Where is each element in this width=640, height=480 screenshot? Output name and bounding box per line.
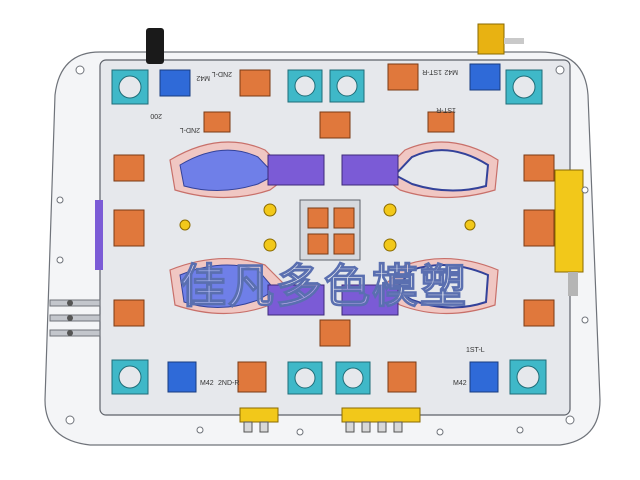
label-200: 200 <box>150 112 162 119</box>
watermark-text: 佳凡多色模塑 <box>180 259 468 313</box>
top-right-fitting-arm <box>504 38 524 44</box>
label-m42-tr: M42 <box>444 68 458 75</box>
top-left-cylinder <box>146 28 164 64</box>
left-fittings <box>49 299 101 337</box>
label-m42-tl: M42 <box>196 74 210 81</box>
plate-holes <box>56 65 589 436</box>
right-yellow-bar <box>554 169 584 273</box>
right-hose <box>568 272 578 296</box>
label-m42-br: M42 <box>453 380 467 387</box>
left-purple-strip <box>95 200 103 270</box>
label-1st-l: 1ST-L <box>466 347 485 354</box>
bottom-connectors <box>239 407 421 433</box>
upper-cavities <box>169 141 499 199</box>
yellow-pins <box>179 203 476 252</box>
center-inserts <box>299 199 361 261</box>
cyan-bushings <box>111 69 547 395</box>
label-2nd-l: 2ND-L <box>180 126 200 133</box>
label-1st-r-top: 1ST-R <box>422 68 442 75</box>
orange-blue-plates <box>113 63 555 393</box>
label-2nd-r: 2ND-R <box>218 380 239 387</box>
label-m42-bl: M42 <box>200 380 214 387</box>
top-right-fitting <box>477 23 505 55</box>
label-1st-r: 1ST-R <box>436 106 456 113</box>
lower-cavities <box>169 258 499 316</box>
label-2nd-l-top: 2ND-L <box>212 70 232 77</box>
